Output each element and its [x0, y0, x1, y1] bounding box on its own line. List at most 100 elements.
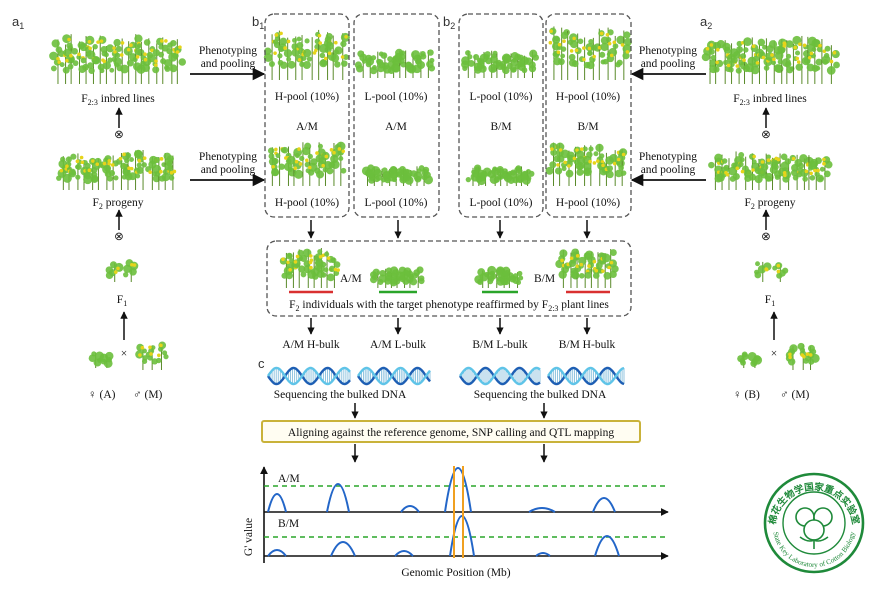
svg-text:Phenotyping: Phenotyping	[199, 45, 257, 57]
plants-b2-l-top	[461, 49, 540, 78]
peaks1-peak-2	[326, 483, 350, 513]
track2-label: B/M	[278, 518, 299, 530]
svg-text:and pooling: and pooling	[201, 164, 256, 176]
pool-box-b1-l	[353, 13, 440, 218]
right-selfing-symbol-1: ⊗	[761, 129, 771, 141]
plants-reaffirm-am-h	[279, 248, 341, 288]
plants-b1-l-top	[354, 48, 436, 78]
plant-illustrations	[49, 26, 840, 370]
track1-label: A/M	[278, 473, 300, 485]
peaks1-peak-4	[444, 467, 472, 513]
plants-right-parent-m	[785, 342, 820, 370]
aligning-label: Aligning against the reference genome, S…	[288, 427, 614, 439]
pool-cross-bm-1: B/M	[490, 121, 511, 133]
track2-peaks	[267, 515, 620, 557]
reaffirm-box	[266, 240, 632, 317]
left-selfing-symbol-2: ⊗	[114, 231, 124, 243]
plants-b2-h-top	[548, 26, 632, 80]
left-inbred-label: F2:3 inbred lines	[81, 93, 155, 107]
plants-reaffirm-bm-l	[474, 265, 524, 288]
peaks2-peak-2	[330, 541, 356, 557]
peaks2-peak-5	[535, 552, 551, 557]
pool-label-b1-h-top: H-pool (10%)	[275, 91, 339, 103]
left-female-label: ♀ (A)	[88, 389, 116, 401]
gprime-plot: A/M B/M G' value Genomic Position (Mb)	[243, 466, 669, 579]
peaks2-peak-1	[267, 549, 287, 557]
peaks2-peak-6	[594, 535, 620, 557]
sequencing-label-left: Sequencing the bulked DNA	[274, 389, 407, 401]
reaffirm-description: F2 individuals with the target phenotype…	[289, 299, 609, 313]
bulk-label-am-h: A/M H-bulk	[282, 339, 339, 351]
plants-left-f1	[105, 259, 139, 282]
pool-label-b1-h-bot: H-pool (10%)	[275, 197, 339, 209]
pool-label-b1-l-bot: L-pool (10%)	[365, 197, 428, 209]
left-progeny-label: F2 progeny	[93, 197, 144, 211]
logo-outer-ring	[763, 472, 865, 574]
aligning-box	[261, 420, 641, 443]
bulk-down-arrows	[307, 318, 591, 335]
right-inbred-label: F2:3 inbred lines	[733, 93, 807, 107]
svg-text:and pooling: and pooling	[641, 164, 696, 176]
plants-right-progeny	[708, 151, 833, 190]
plot-x-label: Genomic Position (Mb)	[401, 567, 510, 579]
pool-boxes	[264, 13, 632, 317]
left-male-label: ♂ (M)	[133, 389, 163, 401]
phenotyping-arrow-right-bottom: Phenotyping and pooling	[630, 151, 706, 187]
panel-label-a2: a2	[700, 14, 712, 31]
pool-box-b2-l	[458, 13, 544, 218]
side-vertical-arrows	[115, 107, 778, 340]
panel-label-b2: b2	[443, 14, 455, 31]
sequencing-arrows	[351, 403, 548, 419]
plants-right-inbred	[701, 35, 840, 84]
left-cross-symbol: ×	[121, 348, 128, 360]
panel-label-c: c	[258, 356, 265, 371]
right-progeny-label: F2 progeny	[745, 197, 796, 211]
bulk-label-am-l: A/M L-bulk	[370, 339, 426, 351]
right-female-label: ♀ (B)	[733, 389, 760, 401]
dna-helix-1	[267, 366, 351, 386]
pool-cross-bm-2: B/M	[577, 121, 598, 133]
pool-label-b2-l-bot: L-pool (10%)	[470, 197, 533, 209]
pool-cross-am-1: A/M	[296, 121, 318, 133]
plants-b1-h-bot	[267, 141, 347, 186]
svg-text:Phenotyping: Phenotyping	[199, 151, 257, 163]
plants-right-parent-b	[737, 351, 763, 368]
pool-label-b2-l-top: L-pool (10%)	[470, 91, 533, 103]
reaffirm-bm-label: B/M	[534, 273, 555, 285]
plants-left-parent-m	[135, 341, 169, 370]
dna-helices	[267, 366, 625, 386]
cotton-boll-icon	[795, 507, 833, 549]
pool-box-b1-h	[264, 13, 350, 218]
peaks1-peak-1	[267, 493, 287, 513]
track1-peaks	[267, 467, 616, 513]
dna-helix-4	[547, 366, 625, 386]
plants-reaffirm-bm-h	[555, 248, 619, 288]
svg-text:Phenotyping: Phenotyping	[639, 151, 697, 163]
pool-cross-am-2: A/M	[385, 121, 407, 133]
sequencing-label-right: Sequencing the bulked DNA	[474, 389, 607, 401]
peaks1-peak-3	[400, 505, 420, 513]
svg-text:Phenotyping: Phenotyping	[639, 45, 697, 57]
peaks1-peak-6	[592, 497, 616, 513]
pool-label-b1-l-top: L-pool (10%)	[365, 91, 428, 103]
right-selfing-symbol-2: ⊗	[761, 231, 771, 243]
aligning-arrows	[351, 444, 548, 463]
right-cross-symbol: ×	[771, 348, 778, 360]
left-f1-label: F1	[117, 294, 127, 308]
svg-text:and pooling: and pooling	[641, 58, 696, 70]
phenotyping-arrow-left-top: Phenotyping and pooling	[190, 45, 266, 81]
pool-down-arrows	[307, 220, 591, 239]
peaks2-peak-3	[394, 550, 414, 557]
dna-helix-3	[459, 366, 541, 386]
plants-left-parent-a	[88, 351, 114, 368]
pool-label-b2-h-bot: H-pool (10%)	[556, 197, 620, 209]
svg-text:and pooling: and pooling	[201, 58, 256, 70]
plants-b1-l-bot	[361, 164, 434, 186]
panel-label-b1: b1	[252, 14, 264, 31]
plants-reaffirm-am-l	[369, 266, 425, 288]
left-selfing-symbol-1: ⊗	[114, 129, 124, 141]
plants-right-f1	[754, 261, 789, 282]
plants-b2-h-bot	[545, 142, 628, 186]
plants-left-progeny	[56, 149, 177, 190]
